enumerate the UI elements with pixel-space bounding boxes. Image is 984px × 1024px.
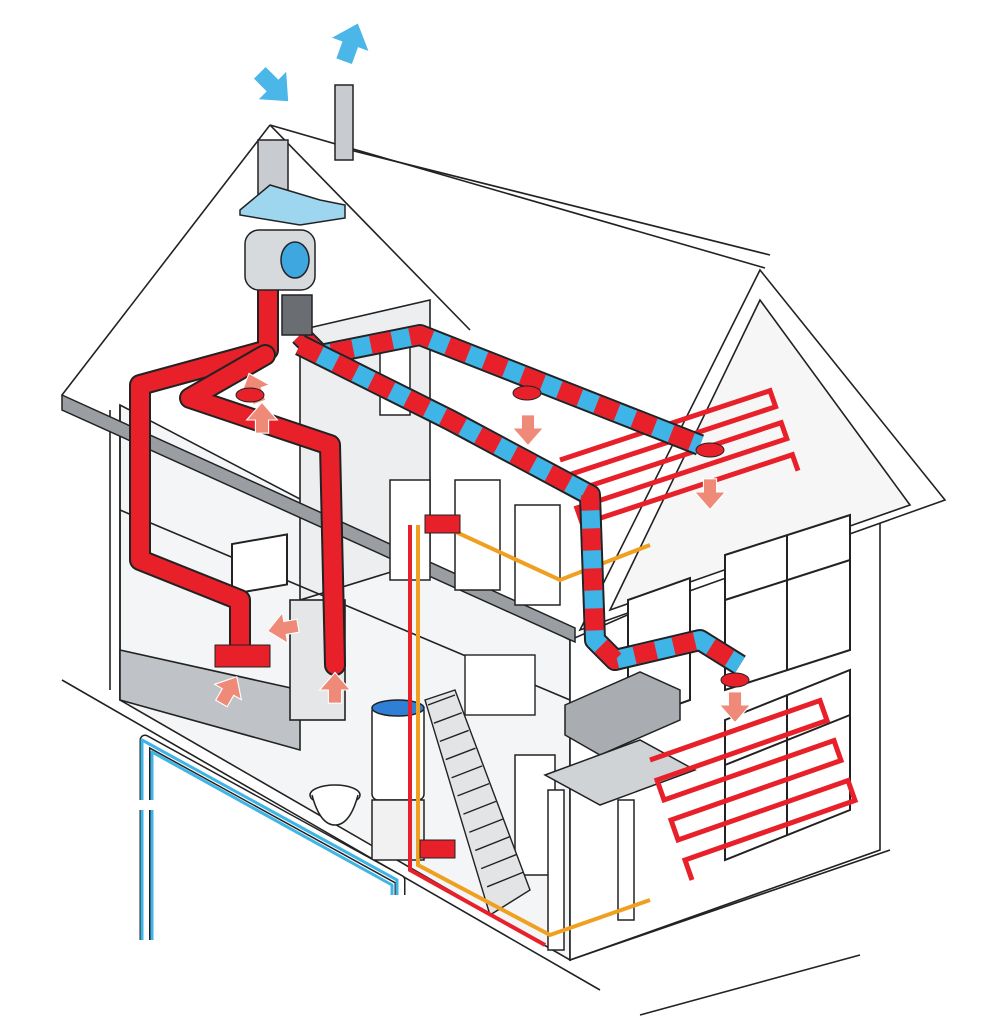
ground-floor-edge — [61, 679, 601, 991]
pipe-break — [130, 800, 165, 810]
airflow-arrow-icon — [245, 401, 279, 434]
stair-step — [463, 800, 497, 815]
ground-loop-pipe — [130, 734, 406, 940]
airflow-arrow-icon — [693, 478, 727, 511]
arrows — [213, 21, 752, 724]
heat-recovery-unit-icon — [239, 84, 354, 336]
bathroom-window — [231, 533, 288, 596]
floor-heating-lower — [649, 697, 859, 881]
stair-step — [486, 871, 524, 888]
stair-step — [457, 782, 490, 797]
manifold — [424, 514, 461, 534]
supply-grille — [214, 644, 271, 668]
airflow-arrow-icon — [718, 691, 752, 724]
stair-step — [469, 818, 503, 833]
toilet-icon — [309, 784, 361, 826]
roof-rafter — [269, 124, 471, 331]
striped-ducts — [292, 324, 746, 675]
air-exhaust-arrow-icon — [328, 21, 372, 66]
desk-leg — [617, 799, 635, 921]
bath-floor — [119, 649, 301, 752]
airflow-arrow-icon — [266, 611, 300, 645]
air-valve — [720, 672, 750, 688]
stair-step — [439, 729, 469, 743]
air-valve — [512, 385, 542, 401]
door — [514, 504, 561, 606]
stair-step — [480, 853, 517, 870]
striped-duct-stripes — [295, 336, 745, 673]
roof-ridge-extension — [349, 149, 771, 256]
staircase — [424, 654, 536, 917]
floor-ext-line — [639, 954, 861, 1016]
air-valve — [235, 387, 265, 403]
airflow-arrow-icon — [318, 671, 352, 704]
roof-left-edge — [61, 124, 271, 396]
stair-step — [475, 836, 510, 852]
heating-loop — [559, 387, 801, 528]
air-intake-arrow-icon — [251, 64, 290, 103]
window-upper-right — [724, 513, 851, 692]
desk-leg — [547, 789, 565, 951]
floor-heating-upper — [559, 387, 801, 528]
banister — [464, 654, 536, 716]
stair-step — [445, 747, 476, 761]
stair-step — [433, 712, 463, 724]
airflow-arrow-icon — [213, 676, 243, 708]
ground-floor-edge-right — [569, 849, 891, 961]
air-valve — [695, 442, 725, 458]
airflow-arrow-icon — [511, 414, 545, 447]
stair-step — [451, 765, 483, 779]
heating-loop — [649, 697, 859, 881]
hot-water-pipes — [408, 514, 651, 947]
stair-step — [427, 694, 456, 706]
manifold — [419, 839, 456, 859]
sofa — [564, 671, 681, 756]
